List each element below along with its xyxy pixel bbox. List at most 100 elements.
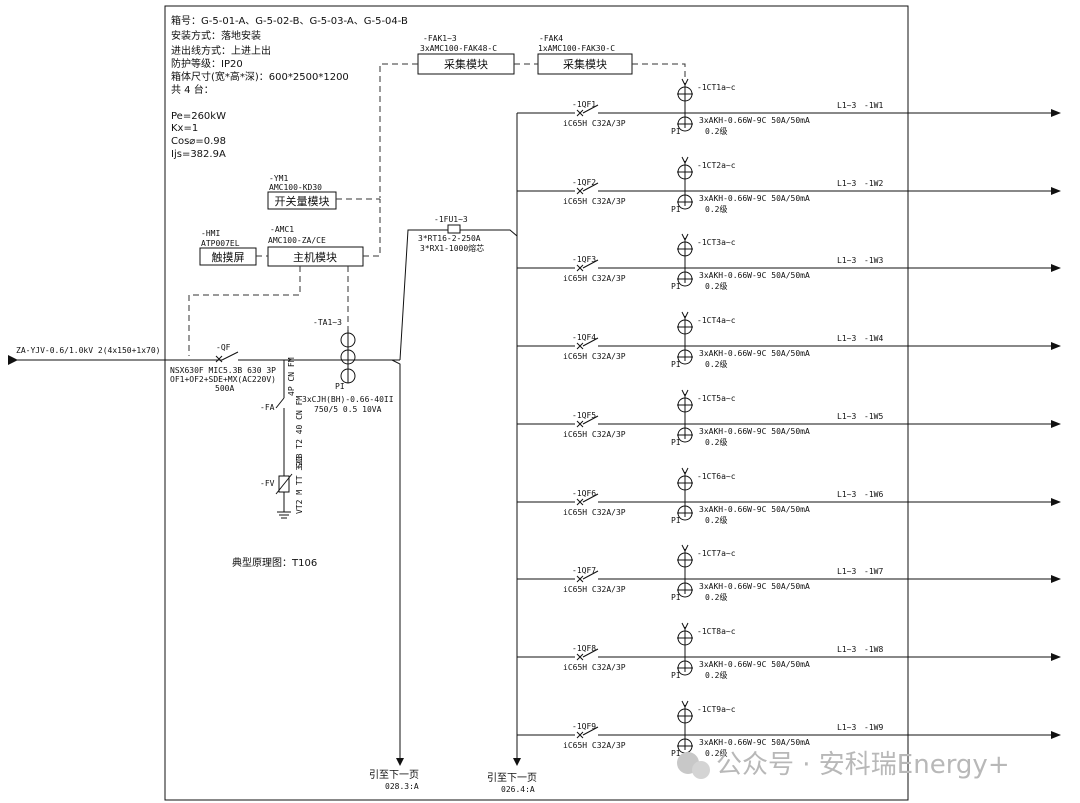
calc-kx: Kx=1 — [171, 123, 198, 134]
branch-qf-tag: -1QF6 — [572, 489, 596, 498]
ct-arrow-icon — [681, 622, 689, 631]
fak4-label: 采集模块 — [563, 57, 607, 71]
qf-tag: -QF — [216, 343, 231, 352]
module-fak4: -FAK4 1xAMC100-FAK30-C 采集模块 — [537, 34, 633, 75]
branch-grade: 0.2级 — [705, 281, 727, 291]
fak4-tag: -FAK4 — [539, 34, 563, 43]
ta-line2: 750/5 0.5 10VA — [314, 405, 382, 414]
branch-qf-tag: -1QF7 — [572, 566, 596, 575]
branch-meter-model: 3xAKH-0.66W-9C 50A/50mA — [699, 582, 810, 591]
down-arrow-right-icon — [513, 758, 521, 766]
breaker-contact — [582, 570, 599, 580]
breaker-cross-icon — [576, 342, 584, 350]
main-breaker-qf — [221, 351, 239, 361]
branch-breaker-model: iC65H C32A/3P — [563, 119, 626, 128]
ct-arrow-icon — [681, 311, 689, 320]
left-next-page-code: 028.3:A — [385, 782, 419, 791]
fv-tag: -FV — [260, 479, 275, 488]
qf-line3: 500A — [215, 384, 234, 393]
branch-breaker-model: iC65H C32A/3P — [563, 663, 626, 672]
amc1-tag: -AMC1 — [270, 225, 294, 234]
info-line: 共 4 台： — [171, 83, 214, 96]
branch-phases: L1~3 — [837, 490, 856, 499]
branch-grade: 0.2级 — [705, 670, 727, 680]
branch-qf-tag: -1QF5 — [572, 411, 596, 420]
branch-ct-tag: -1CT1a~c — [697, 83, 736, 92]
branch-wire-tag: -1W4 — [864, 334, 883, 343]
incoming-feeder: ZA-YJV-0.6/1.0kV 2(4x150+1x70) -QF NSX63… — [8, 318, 400, 519]
branch-meter-model: 3xAKH-0.66W-9C 50A/50mA — [699, 660, 810, 669]
branch-breaker-model: iC65H C32A/3P — [563, 274, 626, 283]
calc-cos: Cos⌀=0.98 — [171, 136, 226, 147]
fa-tag: -FA — [260, 403, 275, 412]
branch-meter-model: 3xAKH-0.66W-9C 50A/50mA — [699, 427, 810, 436]
ct-arrow-icon — [681, 78, 689, 87]
branch-wire-tag: -1W6 — [864, 490, 883, 499]
branch-grade: 0.2级 — [705, 592, 727, 602]
right-next-page-ref: 引至下一页 — [487, 772, 537, 784]
fak1-tag: -FAK1~3 — [423, 34, 457, 43]
branch-pi: PI — [671, 360, 681, 369]
bus-link-fak-ct — [632, 63, 686, 80]
branch-phases: L1~3 — [837, 723, 856, 732]
ym1-model: AMC100-KD30 — [269, 183, 322, 192]
branch-wire-tag: -1W1 — [864, 101, 883, 110]
branch-phases: L1~3 — [837, 645, 856, 654]
branch-phases: L1~3 — [837, 256, 856, 265]
branch-qf-tag: -1QF3 — [572, 255, 596, 264]
branch-phases: L1~3 — [837, 101, 856, 110]
branch-meter-model: 3xAKH-0.66W-9C 50A/50mA — [699, 116, 810, 125]
breaker-cross-icon — [576, 498, 584, 506]
branch-pi: PI — [671, 205, 681, 214]
branch-meter-model: 3xAKH-0.66W-9C 50A/50mA — [699, 505, 810, 514]
branch-breaker-model: iC65H C32A/3P — [563, 585, 626, 594]
branch-qf-tag: -1QF2 — [572, 178, 596, 187]
cabinet-info: 箱号：G-5-01-A、G-5-02-B、G-5-03-A、G-5-04-B 安… — [171, 14, 408, 160]
fuse-tag: -1FU1~3 — [434, 215, 468, 224]
fuse-line1: 3*RT16-2-250A — [418, 234, 481, 243]
branch-phases: L1~3 — [837, 179, 856, 188]
cabinet-frame — [164, 5, 909, 801]
breaker-cross-icon — [576, 264, 584, 272]
fuse-icon — [447, 224, 461, 234]
right-next-page-code: 026.4:A — [501, 785, 535, 794]
left-next-page-ref: 引至下一页 — [369, 769, 419, 781]
info-line: 箱体尺寸(宽*高*深)：600*2500*1200 — [171, 70, 349, 83]
branch-grade: 0.2级 — [705, 359, 727, 369]
branch-meter-model: 3xAKH-0.66W-9C 50A/50mA — [699, 349, 810, 358]
fv-vertical: VT2 M TT 320 — [295, 456, 304, 514]
branch-breaker-model: iC65H C32A/3P — [563, 741, 626, 750]
module-ym1: -YM1 AMC100-KD30 开关量模块 — [267, 174, 337, 210]
module-hmi: -HMI ATP007EL 触摸屏 — [199, 229, 257, 266]
qf-line2: OF1+OF2+SDE+MX(AC220V) — [170, 375, 276, 384]
branch-meter-model: 3xAKH-0.66W-9C 50A/50mA — [699, 271, 810, 280]
branch-grade: 0.2级 — [705, 126, 727, 136]
bus-link-amc-qf — [188, 266, 301, 356]
bus-link-amc — [363, 199, 381, 257]
incoming-cable-label: ZA-YJV-0.6/1.0kV 2(4x150+1x70) — [16, 346, 161, 355]
fv-varistor-slash — [275, 473, 293, 495]
ym1-box — [267, 191, 337, 210]
branch-wire-tag: -1W2 — [864, 179, 883, 188]
branch-ct-tag: -1CT6a~c — [697, 472, 736, 481]
branch-pi: PI — [671, 671, 681, 680]
branch-ct-tag: -1CT5a~c — [697, 394, 736, 403]
branch-ct-tag: -1CT8a~c — [697, 627, 736, 636]
fuse-line2: 3*RX1-1000熔芯 — [420, 243, 484, 253]
hmi-model: ATP007EL — [201, 239, 240, 248]
breaker-cross-icon — [576, 420, 584, 428]
branch-grade: 0.2级 — [705, 515, 727, 525]
info-line: 进出线方式：上进上出 — [171, 44, 271, 57]
breaker-cross-icon — [576, 653, 584, 661]
ct-arrow-icon — [681, 467, 689, 476]
busbar-section: -1FU1~3 3*RT16-2-250A 3*RX1-1000熔芯 — [391, 113, 521, 766]
breaker-contact — [582, 104, 599, 114]
breaker-contact — [582, 648, 599, 658]
branch-meter-model: 3xAKH-0.66W-9C 50A/50mA — [699, 738, 810, 747]
breaker-cross-icon — [576, 575, 584, 583]
